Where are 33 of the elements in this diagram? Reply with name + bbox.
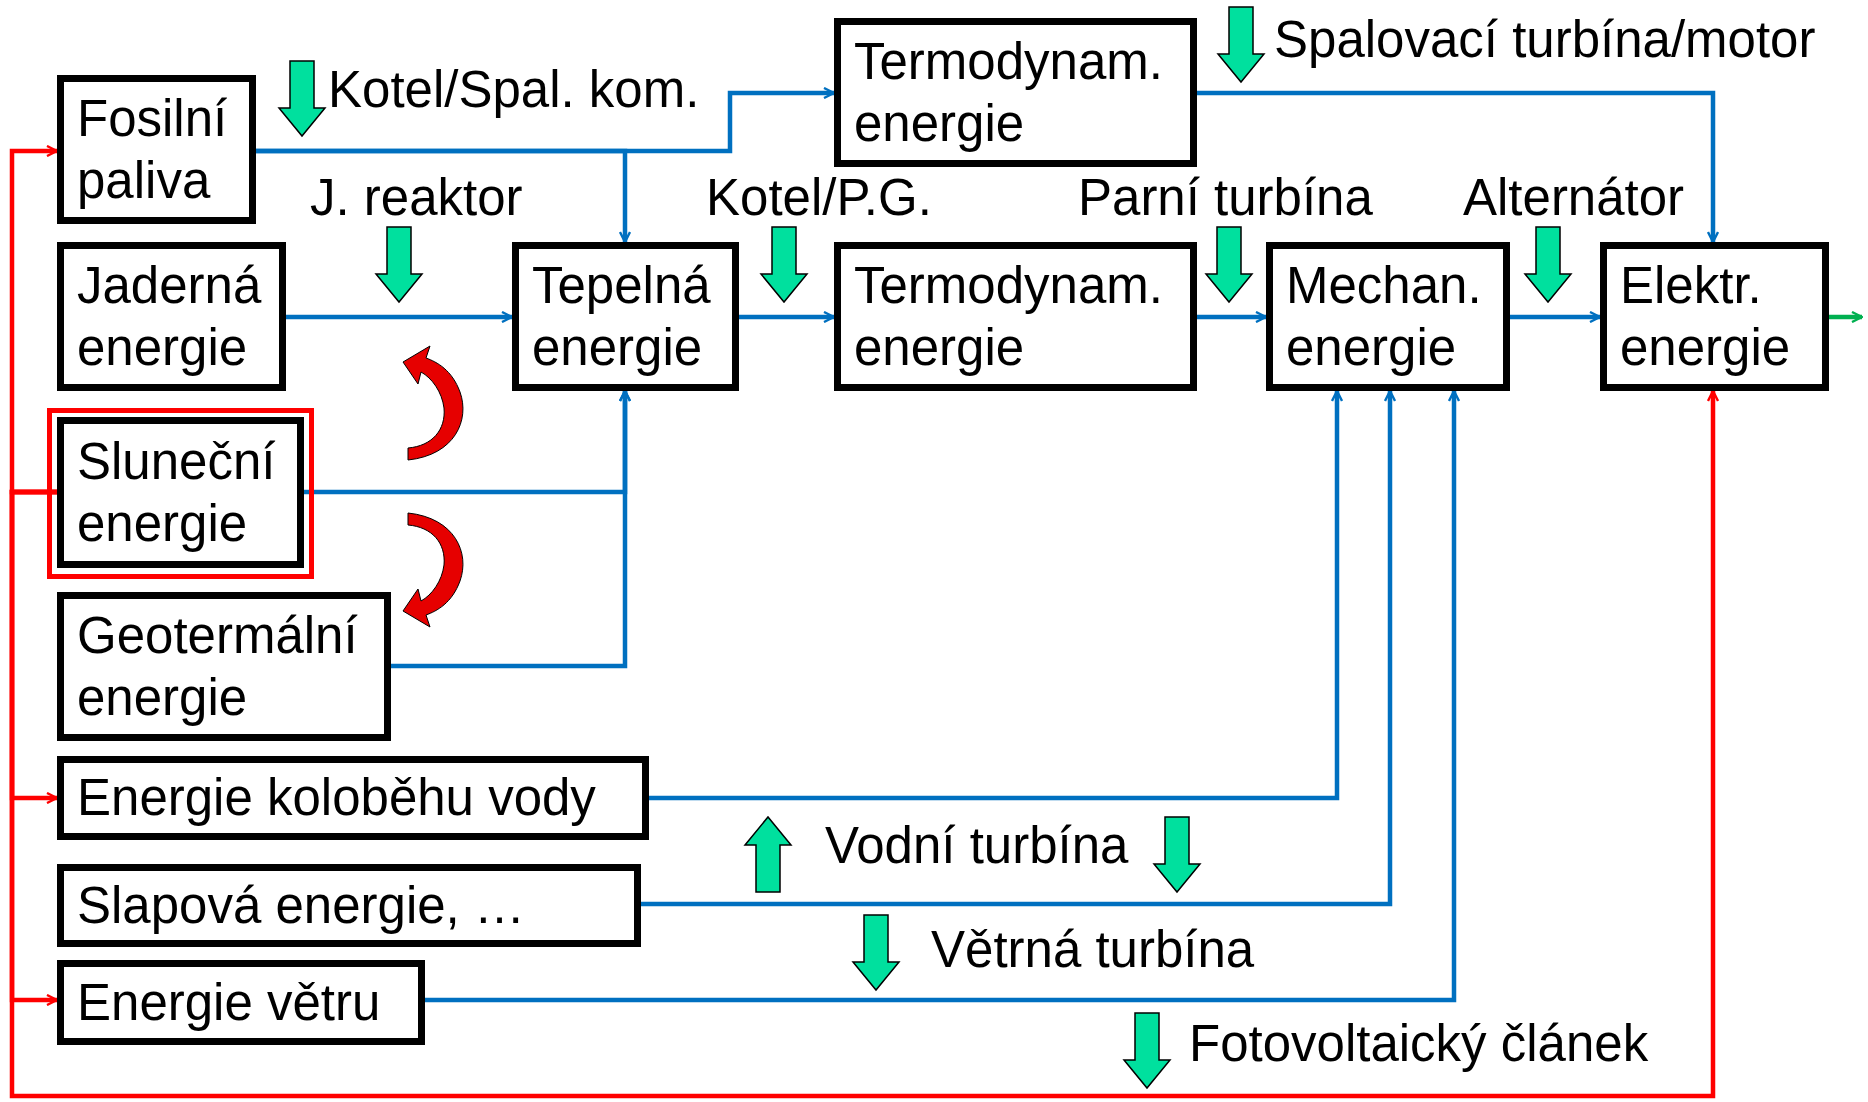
device-label: Parní turbína (1077, 170, 1374, 226)
device-label: Fotovoltaický článek (1188, 1016, 1650, 1072)
connector-arrow (256, 86, 836, 154)
device-label: Kotel/Spal. kom. (327, 62, 701, 118)
device-label: J. reaktor (309, 170, 524, 226)
device-label: Alternátor (1462, 170, 1686, 226)
connector-arrow (391, 389, 632, 669)
device-label: Spalovací turbína/motor (1273, 12, 1817, 68)
connector-arrow (649, 389, 1344, 801)
energy-box: Sluneční energie (57, 417, 304, 568)
energy-box: Termodynam. energie (834, 18, 1197, 167)
connector-arrow (1510, 226, 1602, 324)
connector-arrow (1197, 226, 1268, 324)
connector-arrow (1829, 310, 1864, 324)
energy-box: Geotermální energie (57, 592, 391, 741)
energy-box: Tepelná energie (512, 242, 739, 391)
connector-arrow (739, 226, 836, 324)
energy-box: Jaderná energie (57, 242, 286, 391)
device-label: Vodní turbína (824, 818, 1130, 874)
energy-box: Slapová energie, … (57, 864, 641, 947)
energy-box: Fosilní paliva (57, 75, 256, 224)
connector-arrow (641, 389, 1397, 907)
connector-arrow (425, 389, 1461, 1003)
energy-box: Termodynam. energie (834, 242, 1197, 391)
device-label: Kotel/P.G. (705, 170, 933, 226)
energy-box: Energie větru (57, 960, 425, 1045)
connector-arrow (1197, 90, 1720, 244)
energy-box: Mechan. energie (1266, 242, 1510, 391)
connector-arrow (9, 389, 1720, 1099)
device-label: Větrná turbína (930, 922, 1256, 978)
energy-box: Energie koloběhu vody (57, 756, 649, 840)
energy-box: Elektr. energie (1600, 242, 1829, 391)
connector-arrow (286, 310, 514, 324)
